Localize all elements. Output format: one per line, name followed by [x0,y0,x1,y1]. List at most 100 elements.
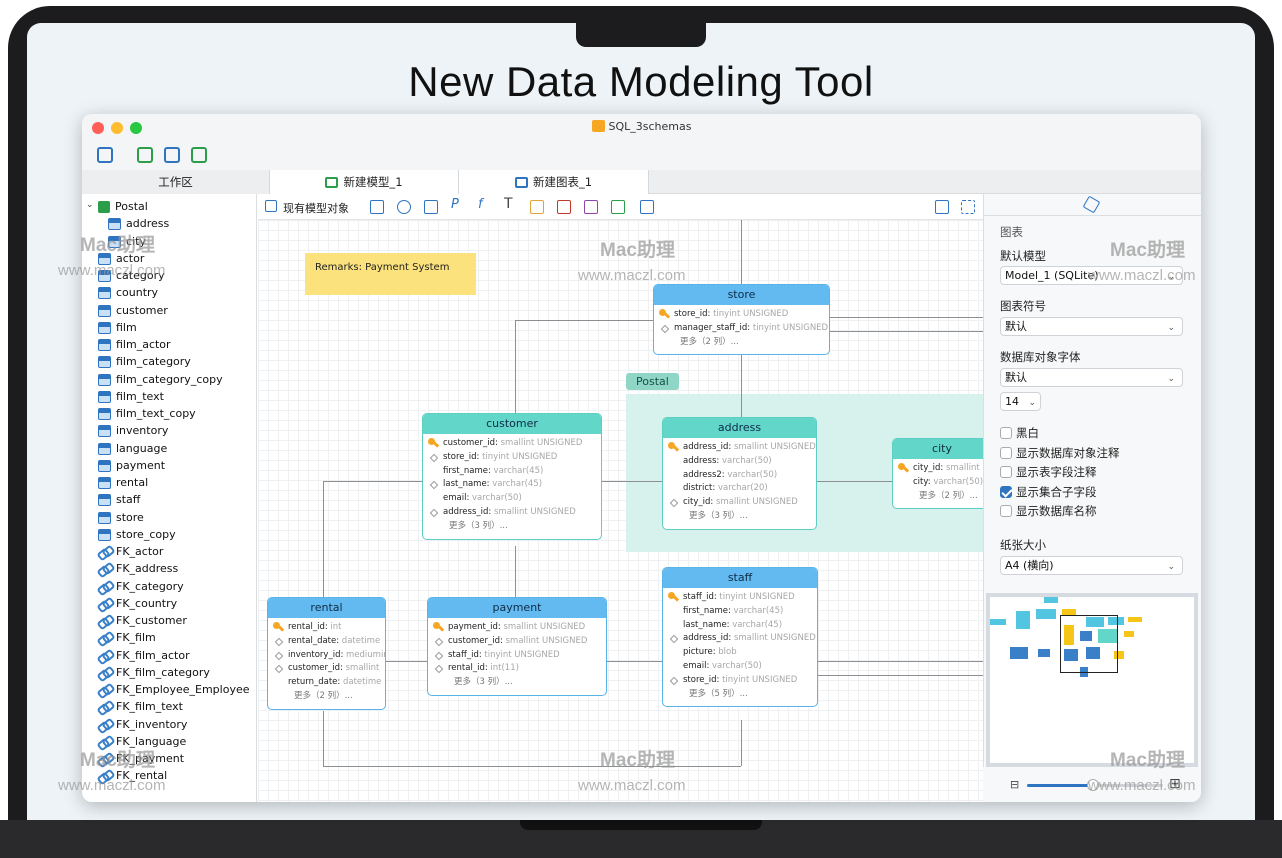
sidebar-table-item[interactable]: staff [82,492,242,509]
sidebar-fk-item[interactable]: FK_rental [82,768,252,785]
fullscreen-icon[interactable] [961,200,975,214]
sidebar-table-item[interactable]: customer [82,303,242,320]
sidebar-fk-item[interactable]: FK_Employee_Employee [82,682,252,699]
sidebar-table-item[interactable]: address [92,216,252,233]
sidebar-fk-item[interactable]: FK_country [82,596,252,613]
entity-field[interactable]: rental_date: datetime [268,635,385,649]
entity-field[interactable]: city_id: smallint UNSIGNED [663,496,816,510]
sidebar-table-item[interactable]: inventory [82,423,242,440]
sidebar-fk-item[interactable]: FK_customer [82,613,252,630]
entity-field[interactable]: manager_staff_id: tinyint UNSIGNED [654,322,829,336]
table-icon[interactable] [370,200,384,214]
entity-field[interactable]: 更多（2 列）... [268,690,385,704]
save-icon[interactable] [97,147,113,163]
notation-select[interactable]: 默认⌄ [1000,317,1183,336]
entity-field[interactable]: 更多（2 列）... [654,336,829,350]
entity-field[interactable]: address2: varchar(50) [663,469,816,483]
new-diagram-icon[interactable] [164,147,180,163]
sidebar-fk-item[interactable]: FK_language [82,734,252,751]
entity-field[interactable]: customer_id: smallint UNSIGNED [428,635,606,649]
entity-field[interactable]: customer_id: smallint [268,662,385,676]
sidebar-table-item[interactable]: store [82,510,242,527]
shape-icon[interactable] [584,200,598,214]
present-icon[interactable] [935,200,949,214]
tree-root[interactable]: ⌄Postal [82,199,256,216]
function-icon[interactable]: f [478,197,483,212]
sidebar-table-item[interactable]: country [82,285,242,302]
entity-field[interactable]: inventory_id: mediumint [268,649,385,663]
entity-field[interactable]: store_id: tinyint UNSIGNED [423,451,601,465]
sidebar-table-item[interactable]: rental [82,475,242,492]
entity-field[interactable]: return_date: datetime [268,676,385,690]
font-select[interactable]: 默认⌄ [1000,368,1183,387]
entity-field[interactable]: city: varchar(50) [893,476,983,490]
sidebar-fk-item[interactable]: FK_film_text [82,699,252,716]
option-checkbox[interactable]: 显示数据库对象注释 [1000,445,1120,461]
zoom-slider-track[interactable] [1093,784,1163,787]
sidebar-fk-item[interactable]: FK_actor [82,544,252,561]
entity-field[interactable]: address_id: smallint UNSIGNED [663,441,816,455]
sidebar-table-item[interactable]: film_text [82,389,242,406]
entity-field[interactable]: address_id: smallint UNSIGNED [663,632,817,646]
sidebar-table-item[interactable]: actor [82,251,242,268]
format-icon[interactable] [640,200,654,214]
properties-tab[interactable] [984,194,1201,216]
entity-field[interactable]: 更多（3 列）... [423,520,601,534]
entity-field[interactable]: rental_id: int(11) [428,662,606,676]
sidebar-table-item[interactable]: language [82,441,242,458]
option-checkbox[interactable]: 显示表字段注释 [1000,464,1097,480]
minimap[interactable] [986,593,1198,767]
entity-field[interactable]: payment_id: smallint UNSIGNED [428,621,606,635]
export-icon[interactable] [191,147,207,163]
sidebar-fk-item[interactable]: FK_address [82,561,252,578]
entity-field[interactable]: staff_id: tinyint UNSIGNED [428,649,606,663]
zoom-window-button[interactable] [130,122,142,134]
sidebar-table-item[interactable]: payment [82,458,242,475]
option-checkbox[interactable]: 显示集合子字段 [1000,484,1097,500]
zoom-slider-handle[interactable] [1087,779,1099,791]
entity-field[interactable]: picture: blob [663,646,817,660]
option-checkbox[interactable]: 显示数据库名称 [1000,503,1097,519]
sidebar-table-item[interactable]: film_category [82,354,242,371]
default-model-select[interactable]: Model_1 (SQLite)⌄ [1000,266,1183,285]
minimize-window-button[interactable] [111,122,123,134]
zoom-out-icon[interactable]: ⊟ [1010,778,1020,791]
entity-field[interactable]: first_name: varchar(45) [423,465,601,479]
entity-field[interactable]: 更多（2 列）... [893,490,983,504]
view-icon[interactable] [424,200,438,214]
entity-field[interactable]: 更多（3 列）... [428,676,606,690]
paper-size-select[interactable]: A4 (横向)⌄ [1000,556,1183,575]
sidebar-fk-item[interactable]: FK_film_actor [82,648,252,665]
sidebar-fk-item[interactable]: FK_payment [82,751,252,768]
tab-model[interactable]: 新建模型_1 [270,170,459,194]
relation-icon[interactable] [397,200,411,214]
new-model-icon[interactable] [137,147,153,163]
zoom-in-icon[interactable]: ⊞ [1169,776,1181,792]
entity-field[interactable]: city_id: smallint [893,462,983,476]
tab-diagram[interactable]: 新建图表_1 [459,170,649,194]
entity-field[interactable]: 更多（5 列）... [663,688,817,702]
entity-field[interactable]: first_name: varchar(45) [663,605,817,619]
sidebar-table-item[interactable]: film_actor [82,337,242,354]
entity-field[interactable]: customer_id: smallint UNSIGNED [423,437,601,451]
entity-field[interactable]: email: varchar(50) [423,492,601,506]
sidebar-fk-item[interactable]: FK_inventory [82,717,252,734]
existing-model-icon[interactable] [265,200,277,212]
close-window-button[interactable] [92,122,104,134]
entity-field[interactable]: staff_id: tinyint UNSIGNED [663,591,817,605]
sidebar-table-item[interactable]: category [82,268,242,285]
sidebar-fk-item[interactable]: FK_category [82,579,252,596]
font-size-select[interactable]: 14⌄ [1000,392,1041,411]
procedure-icon[interactable]: P [451,197,459,212]
text-icon[interactable]: T [504,196,513,212]
sidebar-table-item[interactable]: film_category_copy [82,372,242,389]
existing-model-label[interactable]: 现有模型对象 [283,202,349,215]
option-checkbox[interactable]: 黑白 [1000,425,1039,441]
entity-field[interactable]: last_name: varchar(45) [423,478,601,492]
entity-field[interactable]: rental_id: int [268,621,385,635]
